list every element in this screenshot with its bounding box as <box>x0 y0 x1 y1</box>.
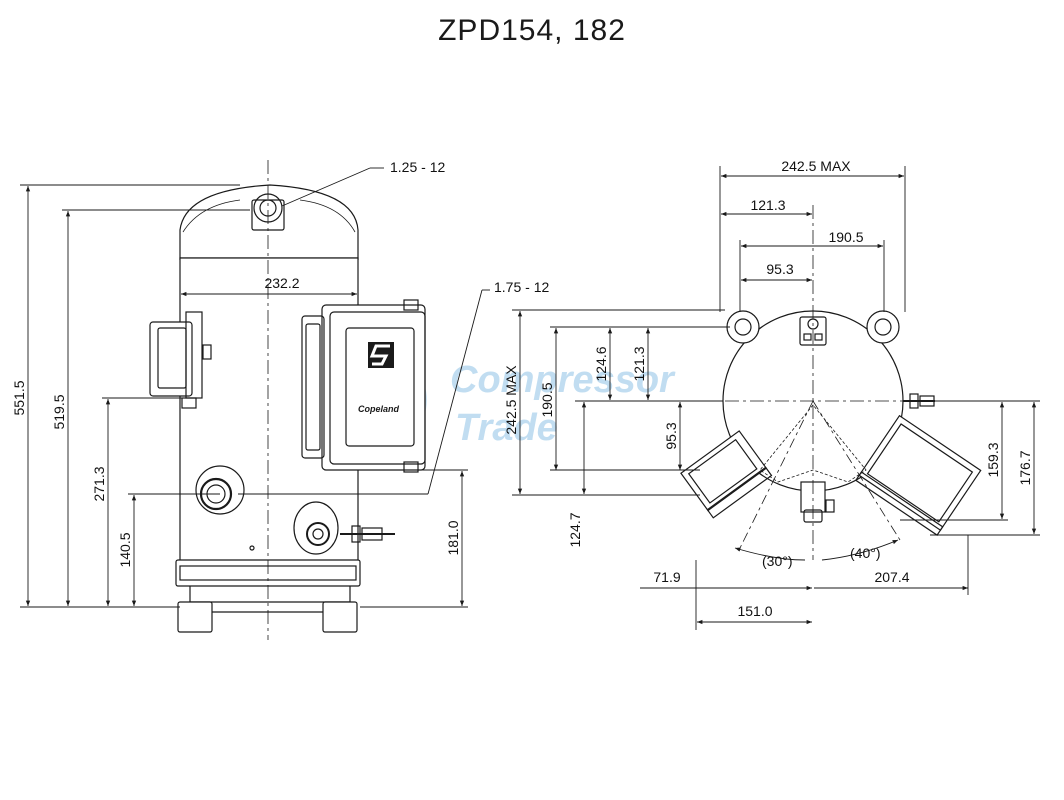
label-angle-40: (40°) <box>850 545 881 561</box>
label-v-159: 159.3 <box>985 442 1001 477</box>
label-b-151: 151.0 <box>737 603 772 619</box>
label-width-232: 232.2 <box>264 275 299 291</box>
label-w-190: 190.5 <box>828 229 863 245</box>
label-h-140: 140.5 <box>117 532 133 567</box>
badge-brand-text: Copeland <box>358 404 400 414</box>
label-h-519: 519.5 <box>51 394 67 429</box>
label-v-95: 95.3 <box>663 422 679 449</box>
brand-badge: Copeland <box>358 342 400 414</box>
front-dimension-labels: 1.25 - 12 1.75 - 12 232.2 551.5 519.5 27… <box>11 159 549 568</box>
diagram-title: ZPD154, 182 <box>438 14 626 47</box>
label-v-242: 242.5 MAX <box>503 365 519 435</box>
label-v-124: 124.6 <box>593 346 609 381</box>
label-thread-side: 1.75 - 12 <box>494 279 549 295</box>
label-w-95: 95.3 <box>766 261 793 277</box>
label-v-190: 190.5 <box>539 382 555 417</box>
label-w-121: 121.3 <box>750 197 785 213</box>
label-thread-top: 1.25 - 12 <box>390 159 445 175</box>
label-h-551: 551.5 <box>11 380 27 415</box>
label-v-176: 176.7 <box>1017 450 1033 485</box>
watermark-line1: Compressor <box>450 359 676 401</box>
top-dimension-labels: 242.5 MAX 121.3 190.5 95.3 242.5 MAX 190… <box>503 158 1033 619</box>
label-angle-30: (30°) <box>762 553 793 569</box>
label-h-181: 181.0 <box>445 520 461 555</box>
front-view <box>149 160 426 640</box>
label-v-121: 121.3 <box>631 346 647 381</box>
label-v-124b: 124.7 <box>567 512 583 547</box>
label-b-71: 71.9 <box>653 569 680 585</box>
top-dimensions <box>512 166 1040 630</box>
front-dimensions <box>20 167 490 608</box>
label-w-242: 242.5 MAX <box>781 158 851 174</box>
label-b-207: 207.4 <box>874 569 909 585</box>
watermark-line2: Trade <box>455 407 558 449</box>
label-h-271: 271.3 <box>91 466 107 501</box>
top-view <box>680 205 982 560</box>
